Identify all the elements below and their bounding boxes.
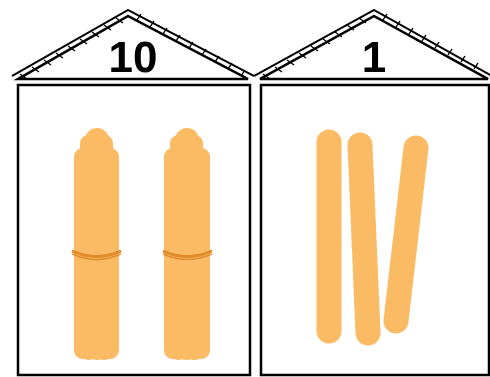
ones-house: 1: [254, 10, 490, 375]
tens-house-label: 10: [109, 33, 158, 82]
ones-house-label: 1: [362, 33, 386, 82]
ten-stick-bundle: [72, 128, 121, 360]
tens-house: 10: [12, 10, 254, 375]
tens-house-box: [18, 85, 250, 375]
ten-stick-bundle: [163, 128, 212, 360]
loose-stick: [360, 145, 368, 333]
